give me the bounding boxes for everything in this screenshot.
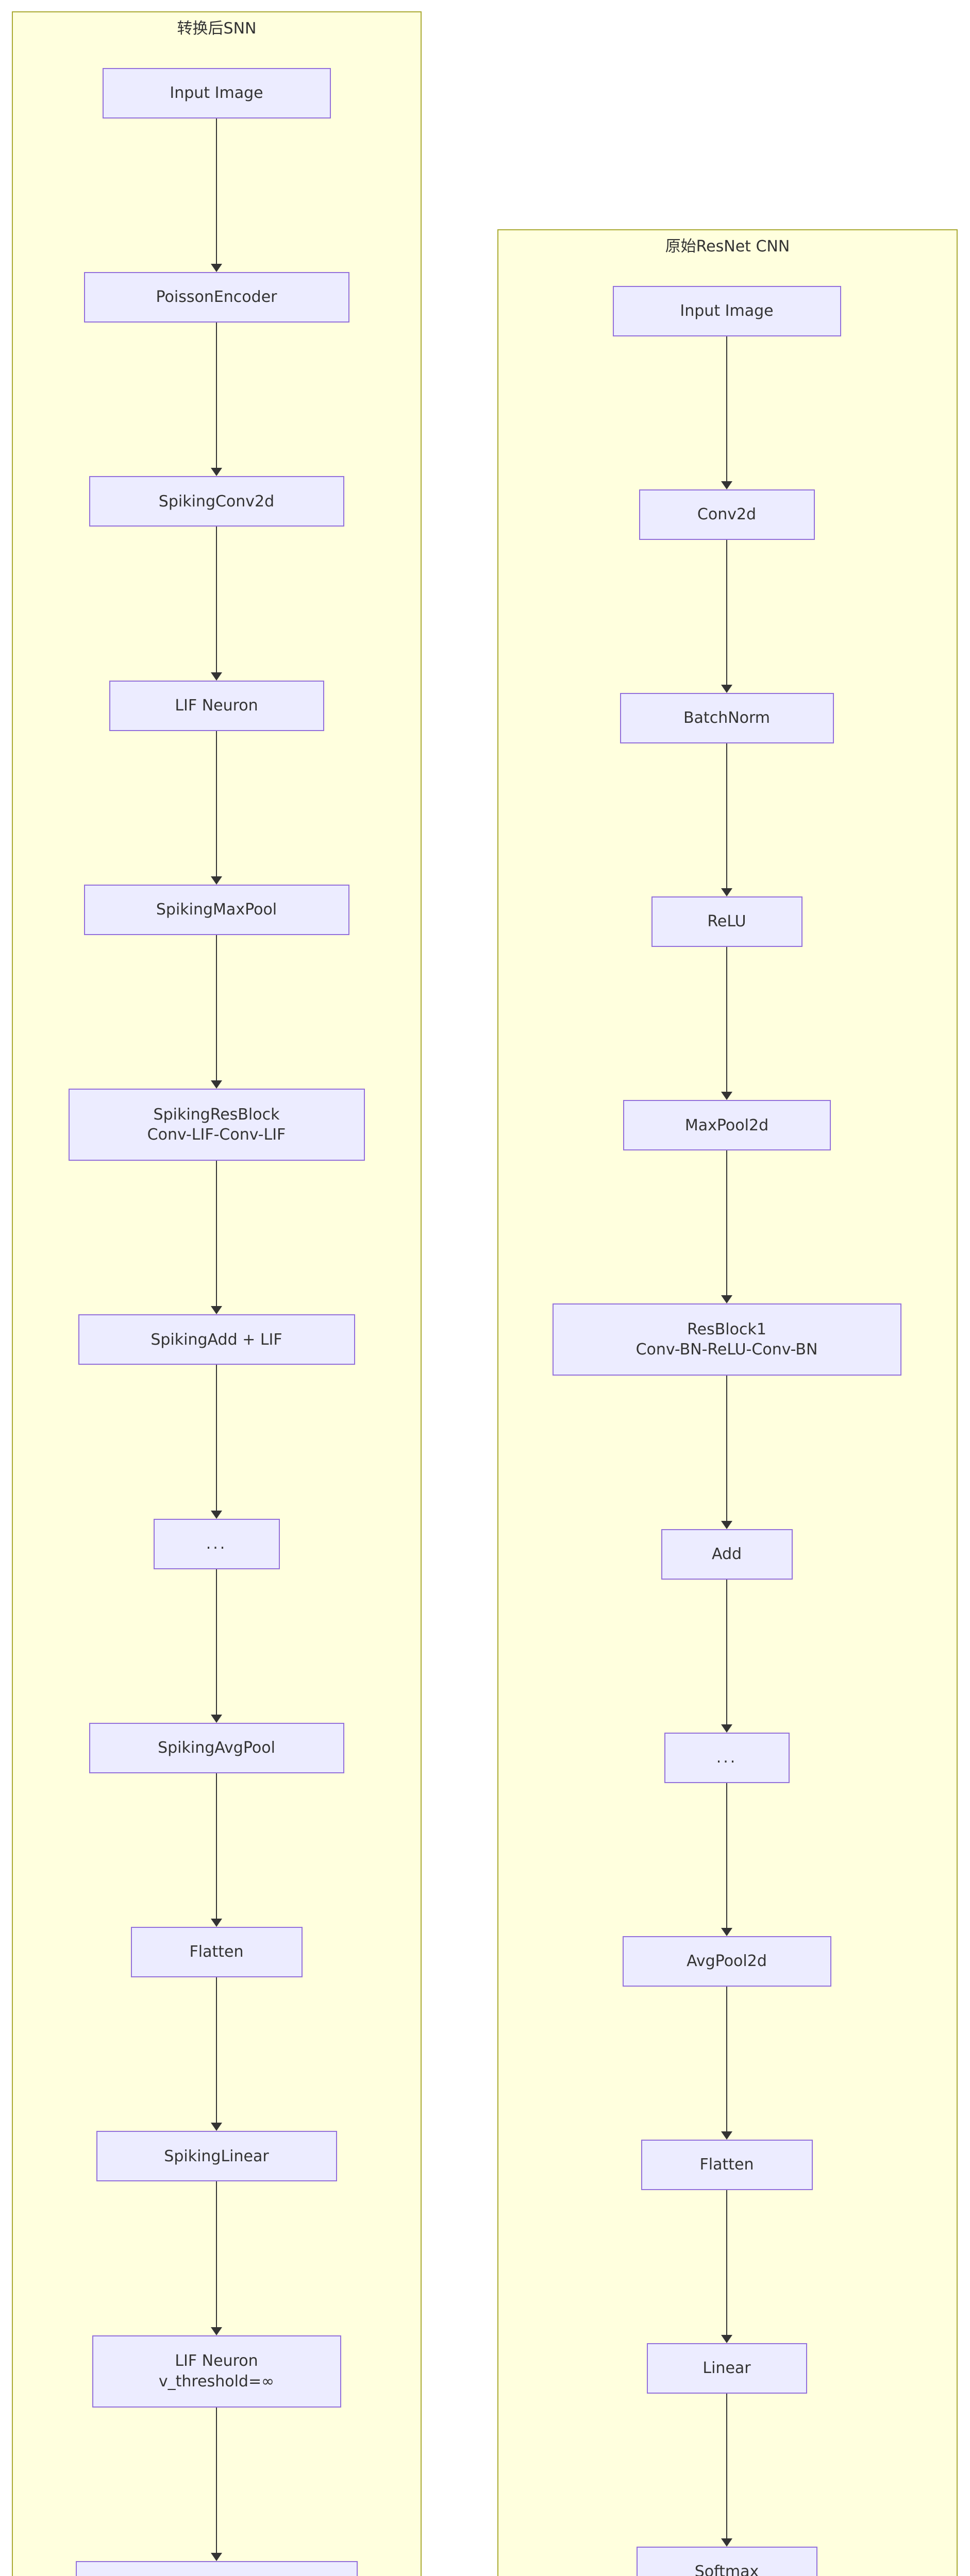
- node-label: Input Image: [680, 302, 774, 320]
- node-label: LIF Neuron: [175, 696, 258, 715]
- node-label: AvgPool2d: [687, 1952, 767, 1970]
- edge-connector: [726, 1783, 727, 1929]
- edge-arrowhead-icon: [211, 1919, 222, 1927]
- edge-connector: [726, 2393, 727, 2539]
- edge-arrowhead-icon: [211, 1510, 222, 1519]
- node-label: SpikingConv2d: [158, 492, 275, 511]
- node-cnn-softmax[interactable]: Softmax: [636, 2547, 817, 2576]
- edge-arrowhead-icon: [721, 888, 732, 897]
- edge-arrowhead-icon: [721, 2131, 732, 2140]
- edge-arrowhead-icon: [211, 2123, 222, 2131]
- edge-connector: [726, 1150, 727, 1297]
- edge-arrowhead-icon: [211, 1306, 222, 1315]
- edge-connector: [216, 935, 217, 1082]
- subgraph-title-original-resnet-cnn: 原始ResNet CNN: [665, 238, 790, 256]
- edge-arrowhead-icon: [721, 2334, 732, 2343]
- node-snn-time-integration[interactable]: Time Integration: [75, 2561, 358, 2576]
- edge-arrowhead-icon: [211, 2552, 222, 2561]
- edge-connector: [726, 743, 727, 890]
- edge-connector: [216, 1773, 217, 1920]
- edge-arrowhead-icon: [211, 1714, 222, 1723]
- node-label: Flatten: [699, 2156, 754, 2174]
- edge-arrowhead-icon: [721, 1927, 732, 1936]
- node-snn-spiking-add-lif[interactable]: SpikingAdd + LIF: [78, 1314, 355, 1365]
- edge-arrowhead-icon: [211, 468, 222, 477]
- edge-connector: [726, 1376, 727, 1522]
- node-label: ...: [206, 1534, 227, 1553]
- node-label: LIF Neuron v_threshold=∞: [158, 2351, 275, 2391]
- node-cnn-input-image[interactable]: Input Image: [612, 286, 841, 336]
- subgraph-title-converted-snn: 转换后SNN: [177, 20, 257, 38]
- node-label: Input Image: [170, 84, 263, 103]
- node-cnn-ellipsis[interactable]: ...: [664, 1732, 790, 1783]
- node-cnn-resblock1[interactable]: ResBlock1 Conv-BN-ReLU-Conv-BN: [552, 1303, 901, 1376]
- edge-arrowhead-icon: [211, 876, 222, 885]
- node-label: Add: [711, 1545, 742, 1563]
- edge-arrowhead-icon: [211, 1080, 222, 1089]
- node-label: Flatten: [189, 1943, 244, 1961]
- node-label: SpikingMaxPool: [156, 901, 277, 919]
- node-snn-spiking-avgpool[interactable]: SpikingAvgPool: [89, 1722, 344, 1773]
- node-snn-flatten[interactable]: Flatten: [130, 1927, 303, 1978]
- node-snn-input-image[interactable]: Input Image: [102, 68, 331, 118]
- node-cnn-conv2d[interactable]: Conv2d: [639, 489, 815, 540]
- edge-connector: [726, 2190, 727, 2336]
- edge-arrowhead-icon: [211, 264, 222, 273]
- node-label: ...: [716, 1748, 738, 1767]
- edge-connector: [726, 1986, 727, 2132]
- node-snn-spiking-maxpool[interactable]: SpikingMaxPool: [83, 884, 349, 935]
- node-label: Linear: [703, 2359, 751, 2378]
- node-label: MaxPool2d: [684, 1116, 769, 1134]
- node-cnn-avgpool2d[interactable]: AvgPool2d: [622, 1936, 831, 1987]
- edge-connector: [216, 1161, 217, 1308]
- node-label: SpikingResBlock Conv-LIF-Conv-LIF: [147, 1105, 286, 1144]
- edge-connector: [216, 731, 217, 877]
- edge-arrowhead-icon: [211, 672, 222, 681]
- edge-connector: [216, 2407, 217, 2554]
- edge-connector: [216, 323, 217, 469]
- edge-connector: [216, 118, 217, 265]
- node-snn-poisson-encoder[interactable]: PoissonEncoder: [83, 272, 349, 323]
- edge-arrowhead-icon: [721, 1295, 732, 1304]
- edge-arrowhead-icon: [721, 1724, 732, 1733]
- edge-connector: [726, 1579, 727, 1725]
- node-label: SpikingLinear: [164, 2147, 269, 2165]
- edge-arrowhead-icon: [721, 1520, 732, 1529]
- node-cnn-batchnorm[interactable]: BatchNorm: [620, 693, 834, 744]
- node-label: Conv2d: [697, 505, 757, 524]
- node-snn-lif-neuron-threshold-inf[interactable]: LIF Neuron v_threshold=∞: [92, 2335, 341, 2408]
- edge-connector: [216, 527, 217, 673]
- node-cnn-linear[interactable]: Linear: [646, 2343, 807, 2394]
- edge-arrowhead-icon: [211, 2327, 222, 2335]
- node-snn-spiking-resblock[interactable]: SpikingResBlock Conv-LIF-Conv-LIF: [68, 1089, 365, 1161]
- node-snn-lif-neuron[interactable]: LIF Neuron: [109, 680, 324, 731]
- edge-arrowhead-icon: [721, 1092, 732, 1100]
- node-label: SpikingAdd + LIF: [150, 1330, 282, 1349]
- node-label: PoissonEncoder: [156, 288, 277, 307]
- node-label: SpikingAvgPool: [158, 1739, 275, 1757]
- edge-connector: [216, 1569, 217, 1716]
- node-cnn-add[interactable]: Add: [661, 1529, 793, 1580]
- node-snn-spiking-conv2d[interactable]: SpikingConv2d: [89, 476, 344, 527]
- edge-connector: [726, 540, 727, 686]
- subgraph-original-resnet-cnn: 原始ResNet CNN: [497, 229, 958, 2576]
- node-cnn-maxpool2d[interactable]: MaxPool2d: [623, 1100, 831, 1151]
- edge-connector: [216, 1977, 217, 2124]
- node-label: Softmax: [694, 2563, 759, 2576]
- node-snn-ellipsis[interactable]: ...: [153, 1518, 280, 1569]
- edge-arrowhead-icon: [721, 685, 732, 693]
- node-snn-spiking-linear[interactable]: SpikingLinear: [96, 2131, 337, 2182]
- edge-connector: [726, 336, 727, 483]
- node-label: ResBlock1 Conv-BN-ReLU-Conv-BN: [635, 1320, 818, 1359]
- node-label: BatchNorm: [683, 709, 771, 727]
- edge-connector: [216, 2181, 217, 2328]
- node-cnn-relu[interactable]: ReLU: [651, 896, 802, 947]
- node-label: ReLU: [707, 912, 746, 931]
- edge-connector: [726, 947, 727, 1093]
- node-cnn-flatten[interactable]: Flatten: [641, 2139, 813, 2190]
- edge-arrowhead-icon: [721, 2538, 732, 2547]
- edge-arrowhead-icon: [721, 481, 732, 490]
- edge-connector: [216, 1365, 217, 1512]
